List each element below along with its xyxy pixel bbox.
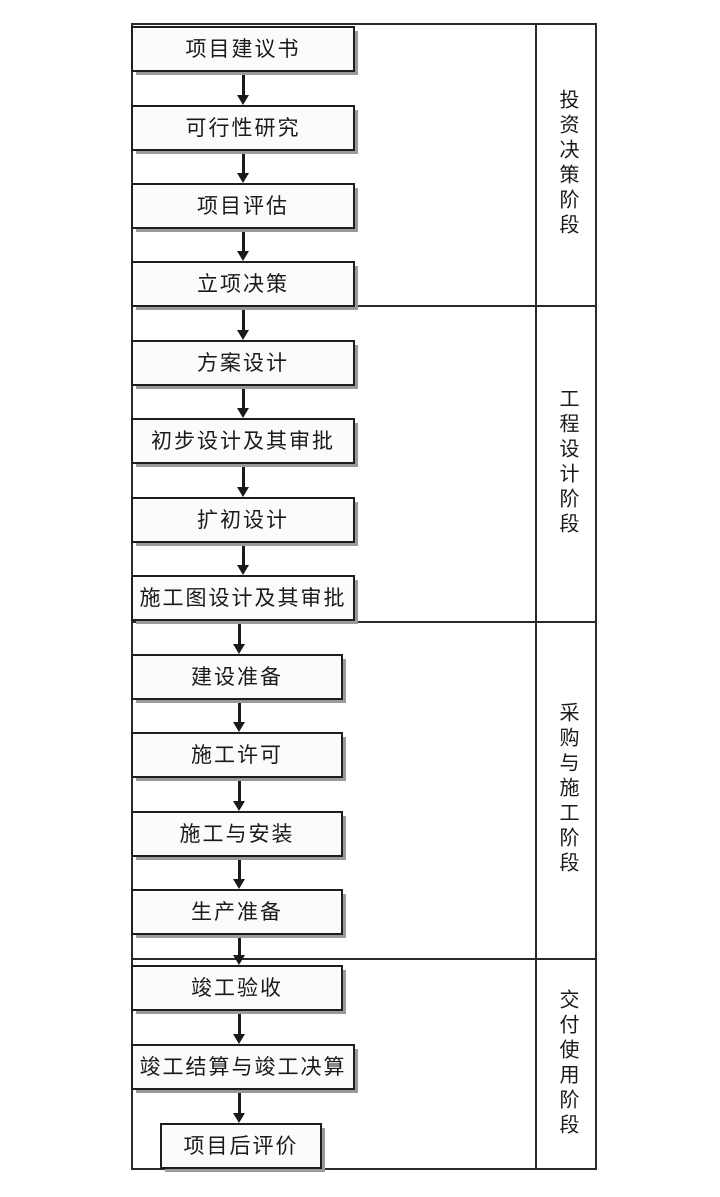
process-node-label: 生产准备: [191, 899, 283, 924]
process-node-n2[interactable]: 可行性研究: [131, 105, 355, 151]
phase-label-text: 投资决策阶段: [556, 89, 578, 239]
arrow-line-icon: [238, 935, 241, 956]
process-node-label: 项目评估: [197, 193, 289, 218]
process-node-n14[interactable]: 竣工结算与竣工决算: [131, 1044, 355, 1090]
arrow-line-icon: [242, 307, 245, 331]
phase-cell-p4: 交付使用阶段: [537, 958, 597, 1170]
process-node-label: 扩初设计: [197, 507, 289, 532]
column-divider: [535, 23, 537, 1170]
arrow-head-icon: [233, 1113, 245, 1123]
process-node-label: 竣工结算与竣工决算: [139, 1054, 347, 1079]
process-node-label: 项目后评价: [183, 1133, 299, 1158]
arrow-line-icon: [238, 1090, 241, 1114]
arrow-n11-to-n12: [233, 857, 245, 889]
arrow-line-icon: [242, 151, 245, 174]
process-node-n8[interactable]: 施工图设计及其审批: [131, 575, 355, 621]
arrow-n3-to-n4: [237, 229, 249, 261]
arrow-n6-to-n7: [237, 464, 249, 497]
process-node-n6[interactable]: 初步设计及其审批: [131, 418, 355, 464]
arrow-n5-to-n6: [237, 386, 249, 418]
process-node-n11[interactable]: 施工与安装: [131, 811, 343, 857]
process-node-label: 初步设计及其审批: [151, 428, 335, 453]
process-node-label: 施工图设计及其审批: [139, 585, 347, 610]
arrow-head-icon: [237, 251, 249, 261]
phase-cell-p1: 投资决策阶段: [537, 23, 597, 305]
process-node-n5[interactable]: 方案设计: [131, 340, 355, 386]
process-node-label: 竣工验收: [191, 975, 283, 1000]
arrow-n12-to-n13: [233, 935, 245, 965]
process-node-n7[interactable]: 扩初设计: [131, 497, 355, 543]
process-node-n1[interactable]: 项目建议书: [131, 26, 355, 72]
process-node-label: 项目建议书: [185, 36, 301, 61]
process-node-label: 可行性研究: [185, 115, 301, 140]
process-node-n13[interactable]: 竣工验收: [131, 965, 343, 1011]
phase-divider-1: [131, 305, 597, 307]
arrow-line-icon: [242, 543, 245, 566]
process-node-label: 立项决策: [197, 271, 289, 296]
arrow-head-icon: [237, 487, 249, 497]
arrow-n4-to-n5: [237, 307, 249, 340]
arrow-head-icon: [237, 330, 249, 340]
arrow-n10-to-n11: [233, 778, 245, 811]
arrow-n7-to-n8: [237, 543, 249, 575]
arrow-head-icon: [237, 565, 249, 575]
arrow-head-icon: [233, 644, 245, 654]
arrow-head-icon: [233, 1034, 245, 1044]
process-node-label: 施工许可: [191, 742, 283, 767]
phase-label-text: 工程设计阶段: [556, 388, 578, 538]
arrow-line-icon: [238, 700, 241, 723]
arrow-line-icon: [242, 229, 245, 252]
arrow-head-icon: [233, 722, 245, 732]
process-node-n15[interactable]: 项目后评价: [160, 1123, 322, 1169]
arrow-head-icon: [233, 801, 245, 811]
arrow-head-icon: [233, 955, 245, 965]
process-node-n4[interactable]: 立项决策: [131, 261, 355, 307]
arrow-line-icon: [242, 72, 245, 96]
arrow-head-icon: [237, 173, 249, 183]
arrow-head-icon: [237, 408, 249, 418]
arrow-n13-to-n14: [233, 1011, 245, 1044]
phase-divider-3: [131, 958, 597, 960]
arrow-line-icon: [242, 464, 245, 488]
phase-cell-p2: 工程设计阶段: [537, 305, 597, 621]
process-node-n3[interactable]: 项目评估: [131, 183, 355, 229]
arrow-n8-to-n9: [233, 621, 245, 654]
arrow-line-icon: [238, 857, 241, 880]
arrow-line-icon: [238, 1011, 241, 1035]
arrow-n9-to-n10: [233, 700, 245, 732]
process-node-n10[interactable]: 施工许可: [131, 732, 343, 778]
process-node-label: 建设准备: [191, 664, 283, 689]
arrow-line-icon: [238, 778, 241, 802]
process-node-label: 方案设计: [197, 350, 289, 375]
process-node-label: 施工与安装: [179, 821, 295, 846]
arrow-n1-to-n2: [237, 72, 249, 105]
phase-label-text: 采购与施工阶段: [556, 702, 578, 877]
phase-label-text: 交付使用阶段: [556, 989, 578, 1139]
phase-cell-p3: 采购与施工阶段: [537, 621, 597, 958]
arrow-n14-to-n15: [233, 1090, 245, 1123]
process-node-n12[interactable]: 生产准备: [131, 889, 343, 935]
arrow-line-icon: [242, 386, 245, 409]
arrow-n2-to-n3: [237, 151, 249, 183]
arrow-line-icon: [238, 621, 241, 645]
arrow-head-icon: [233, 879, 245, 889]
process-node-n9[interactable]: 建设准备: [131, 654, 343, 700]
arrow-head-icon: [237, 95, 249, 105]
phase-divider-2: [131, 621, 597, 623]
